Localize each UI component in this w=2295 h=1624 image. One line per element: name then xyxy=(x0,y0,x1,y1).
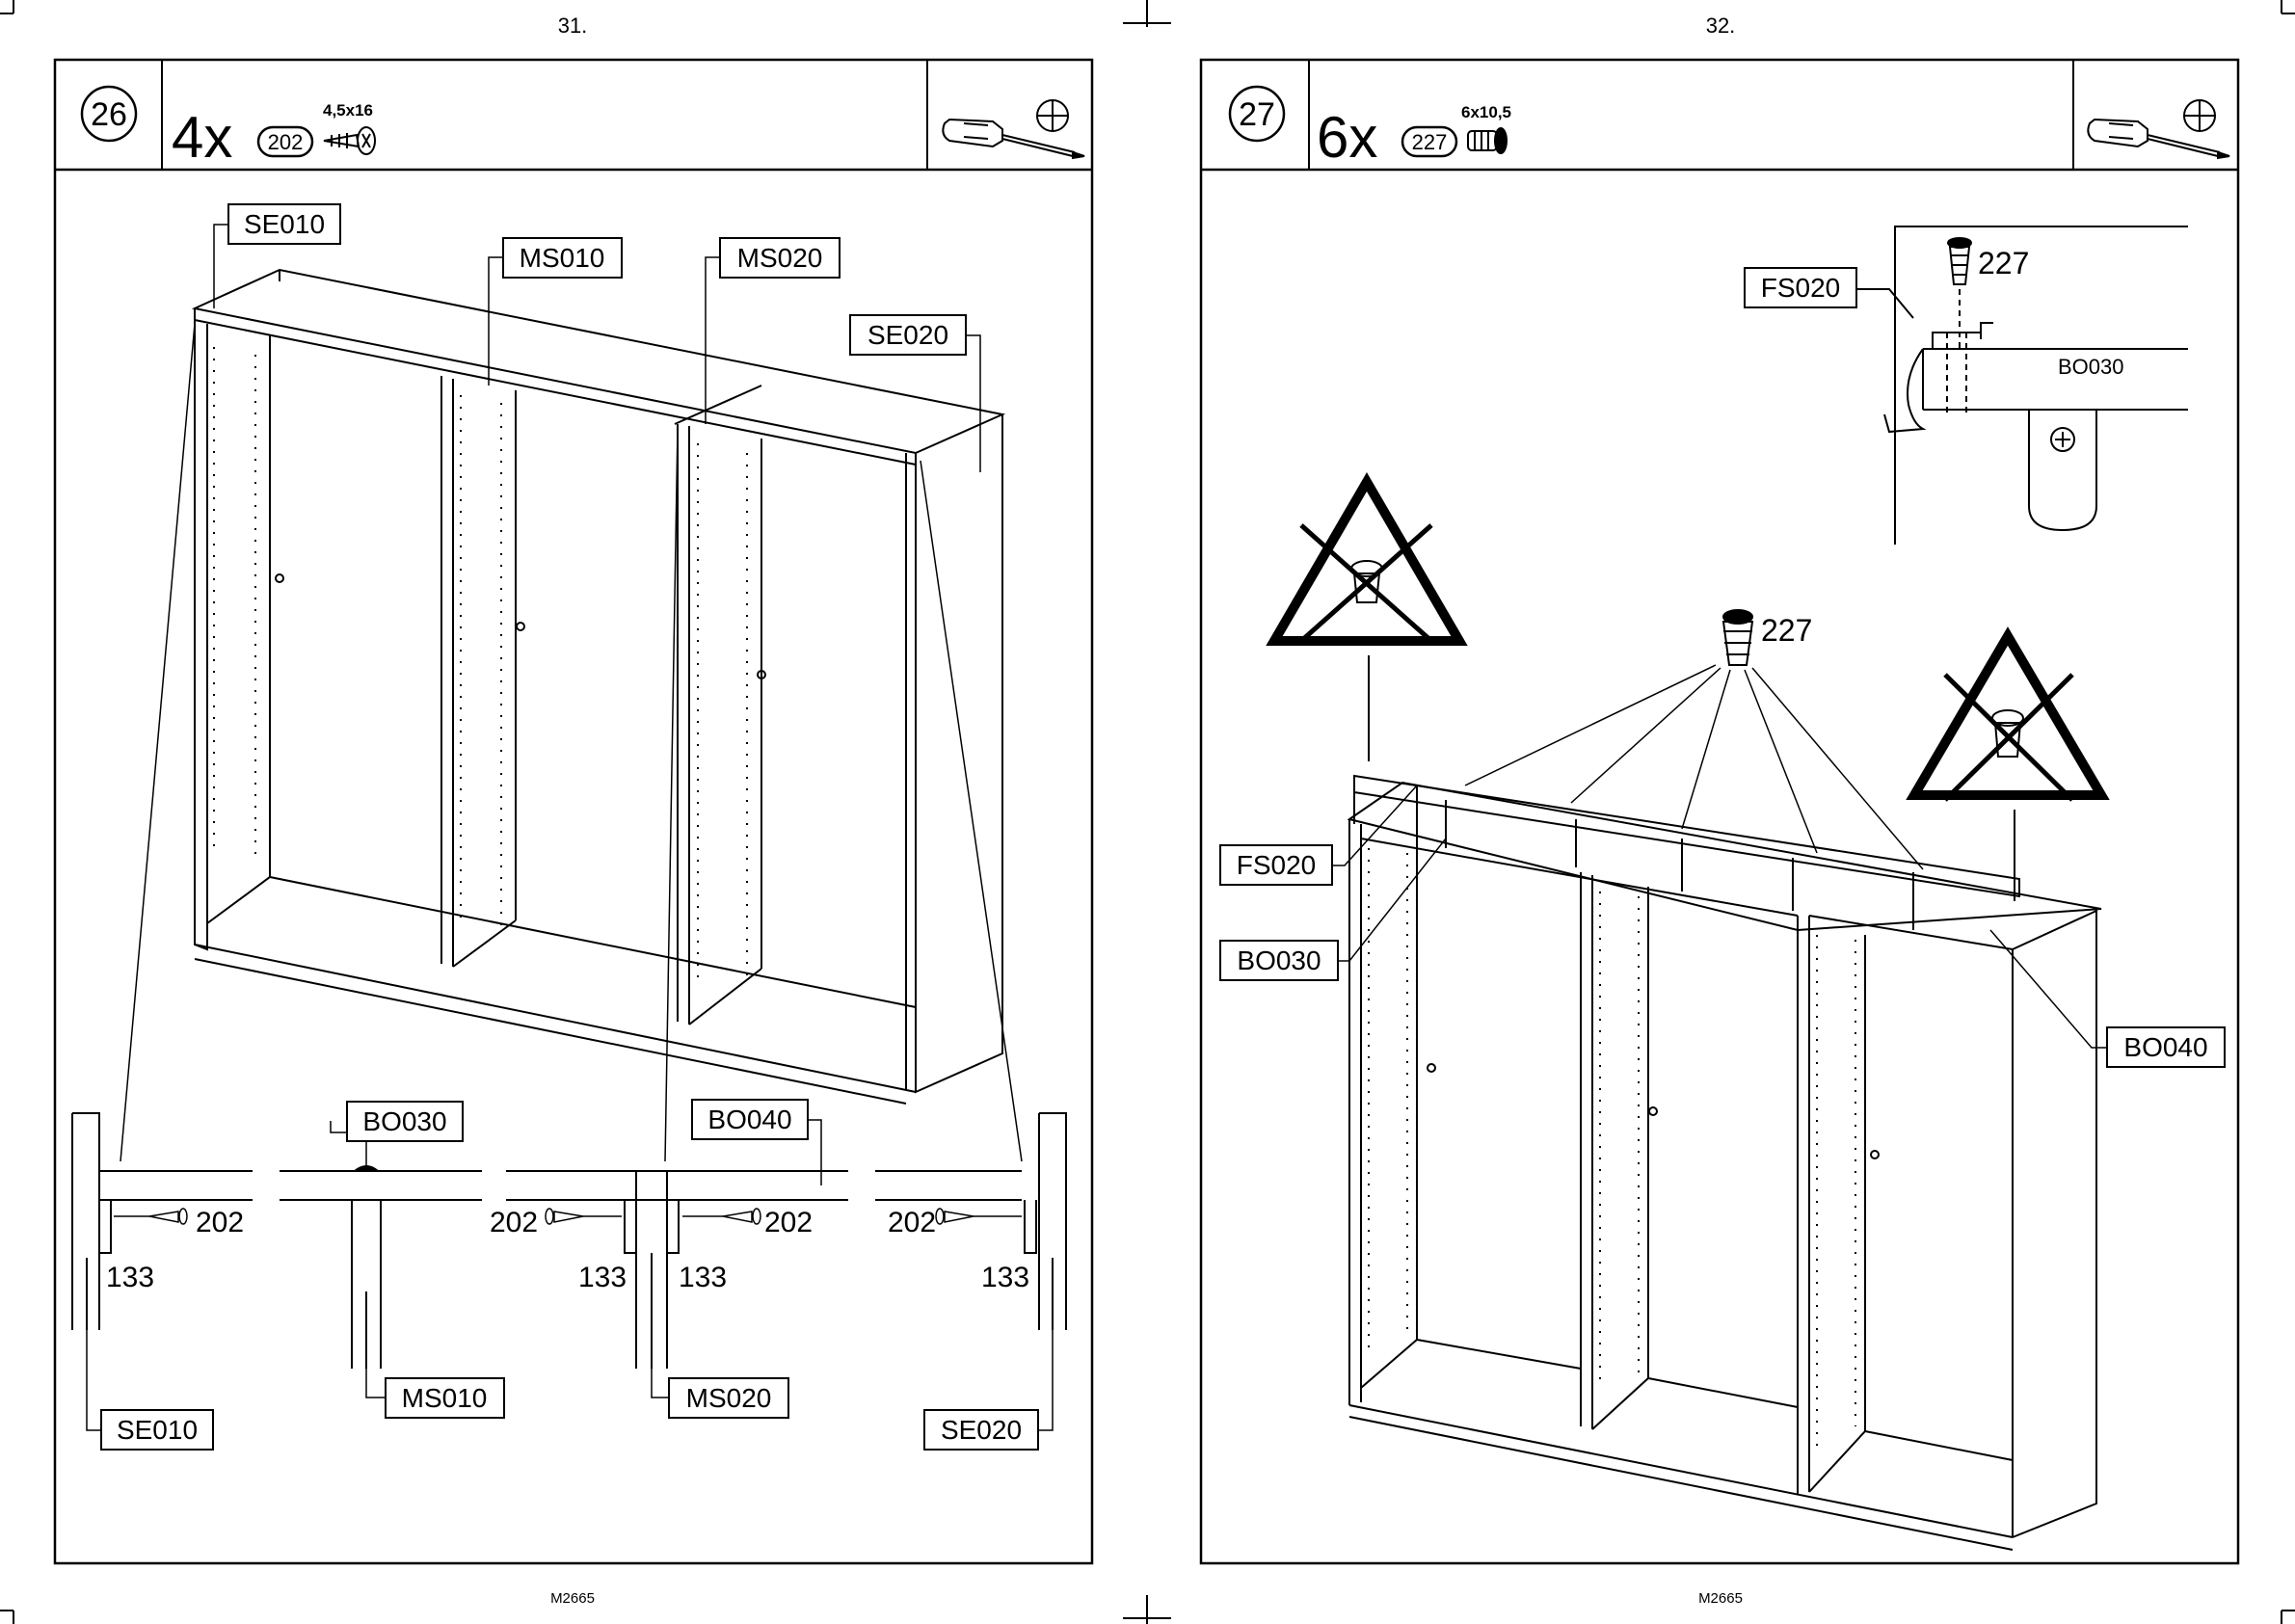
svg-text:BO040: BO040 xyxy=(707,1105,791,1134)
part-size: 4,5x16 xyxy=(323,101,373,120)
screw-callout: 202 xyxy=(196,1207,244,1238)
label-bo030: BO030 xyxy=(1220,941,1338,980)
quantity: 6x xyxy=(1317,105,1377,170)
svg-text:BO030: BO030 xyxy=(362,1106,446,1136)
shelf-pin-holes xyxy=(1369,848,1855,1446)
label-ms010-top: MS010 xyxy=(503,238,622,278)
svg-text:MS020: MS020 xyxy=(686,1383,772,1413)
wardrobe-carcass xyxy=(1349,776,2101,1550)
label-fs020: FS020 xyxy=(1220,845,1332,885)
part-number: 227 xyxy=(1412,130,1448,154)
svg-text:MS010: MS010 xyxy=(402,1383,488,1413)
label-ms010-bottom: MS010 xyxy=(386,1378,504,1418)
svg-text:SE010: SE010 xyxy=(117,1415,198,1445)
label-se010-bottom: SE010 xyxy=(101,1410,213,1450)
phillips-icon xyxy=(2184,100,2215,131)
warning-no-dowel-icon xyxy=(1274,482,1459,761)
label-se020-top: SE020 xyxy=(850,315,966,355)
dimension-callout: 133 xyxy=(981,1262,1029,1293)
part-callout: 227 xyxy=(1978,246,2029,280)
label-se010-top: SE010 xyxy=(228,204,340,244)
screwdriver-icon xyxy=(2088,120,2229,158)
page-number: 31. xyxy=(558,13,588,38)
label-bo040: BO040 xyxy=(692,1100,808,1139)
footer-code: M2665 xyxy=(1698,1590,1743,1607)
phillips-icon xyxy=(1037,100,1068,131)
page-number: 32. xyxy=(1706,13,1736,38)
svg-text:BO040: BO040 xyxy=(2123,1032,2207,1062)
step-number: 26 xyxy=(91,96,127,133)
dimension-callout: 133 xyxy=(679,1262,727,1293)
label-bo040: BO040 xyxy=(2107,1027,2225,1067)
screw-icons xyxy=(149,1209,974,1224)
dimension-callout: 133 xyxy=(106,1262,154,1293)
label-ms020-top: MS020 xyxy=(720,238,840,278)
part-number: 202 xyxy=(268,130,304,154)
cam-dowel-icon xyxy=(1468,128,1507,153)
label-bo030: BO030 xyxy=(347,1102,463,1141)
shelf-pin-holes xyxy=(214,347,747,983)
part-callout: 227 xyxy=(1761,613,1812,648)
svg-text:MS020: MS020 xyxy=(737,243,823,273)
screw-callout: 202 xyxy=(490,1207,538,1238)
screw-callout: 202 xyxy=(764,1207,813,1238)
cam-dowel-227 xyxy=(1723,610,1752,665)
page-31: 31. M2665 26 4x 202 4,5x16 xyxy=(55,13,1092,1607)
label-ms020-bottom: MS020 xyxy=(669,1378,788,1418)
label-fs020-detail: FS020 xyxy=(1745,268,1856,307)
dimension-callout: 133 xyxy=(578,1262,627,1293)
page-frame xyxy=(1201,60,2238,1563)
joint-details xyxy=(72,1113,1066,1369)
svg-text:SE020: SE020 xyxy=(867,320,948,350)
wardrobe-carcass xyxy=(195,270,1002,1104)
svg-text:SE020: SE020 xyxy=(941,1415,1022,1445)
svg-text:BO030: BO030 xyxy=(1237,945,1321,975)
label-se020-bottom: SE020 xyxy=(924,1410,1038,1450)
svg-text:SE010: SE010 xyxy=(244,209,325,239)
part-size: 6x10,5 xyxy=(1461,103,1511,121)
svg-text:FS020: FS020 xyxy=(1237,850,1317,880)
footer-code: M2665 xyxy=(550,1590,595,1607)
step-number: 27 xyxy=(1239,96,1275,133)
warning-no-dowel-icon xyxy=(1914,636,2101,901)
svg-text:FS020: FS020 xyxy=(1761,273,1841,303)
bo030-detail-label: BO030 xyxy=(2058,355,2124,379)
screwdriver-icon xyxy=(943,120,1084,158)
screw-icon xyxy=(324,127,375,154)
screw-callout: 202 xyxy=(888,1207,936,1238)
page-frame xyxy=(55,60,1092,1563)
quantity: 4x xyxy=(172,105,232,170)
page-32: 32. M2665 27 6x 227 6x10,5 xyxy=(1201,13,2238,1607)
svg-text:MS010: MS010 xyxy=(520,243,605,273)
